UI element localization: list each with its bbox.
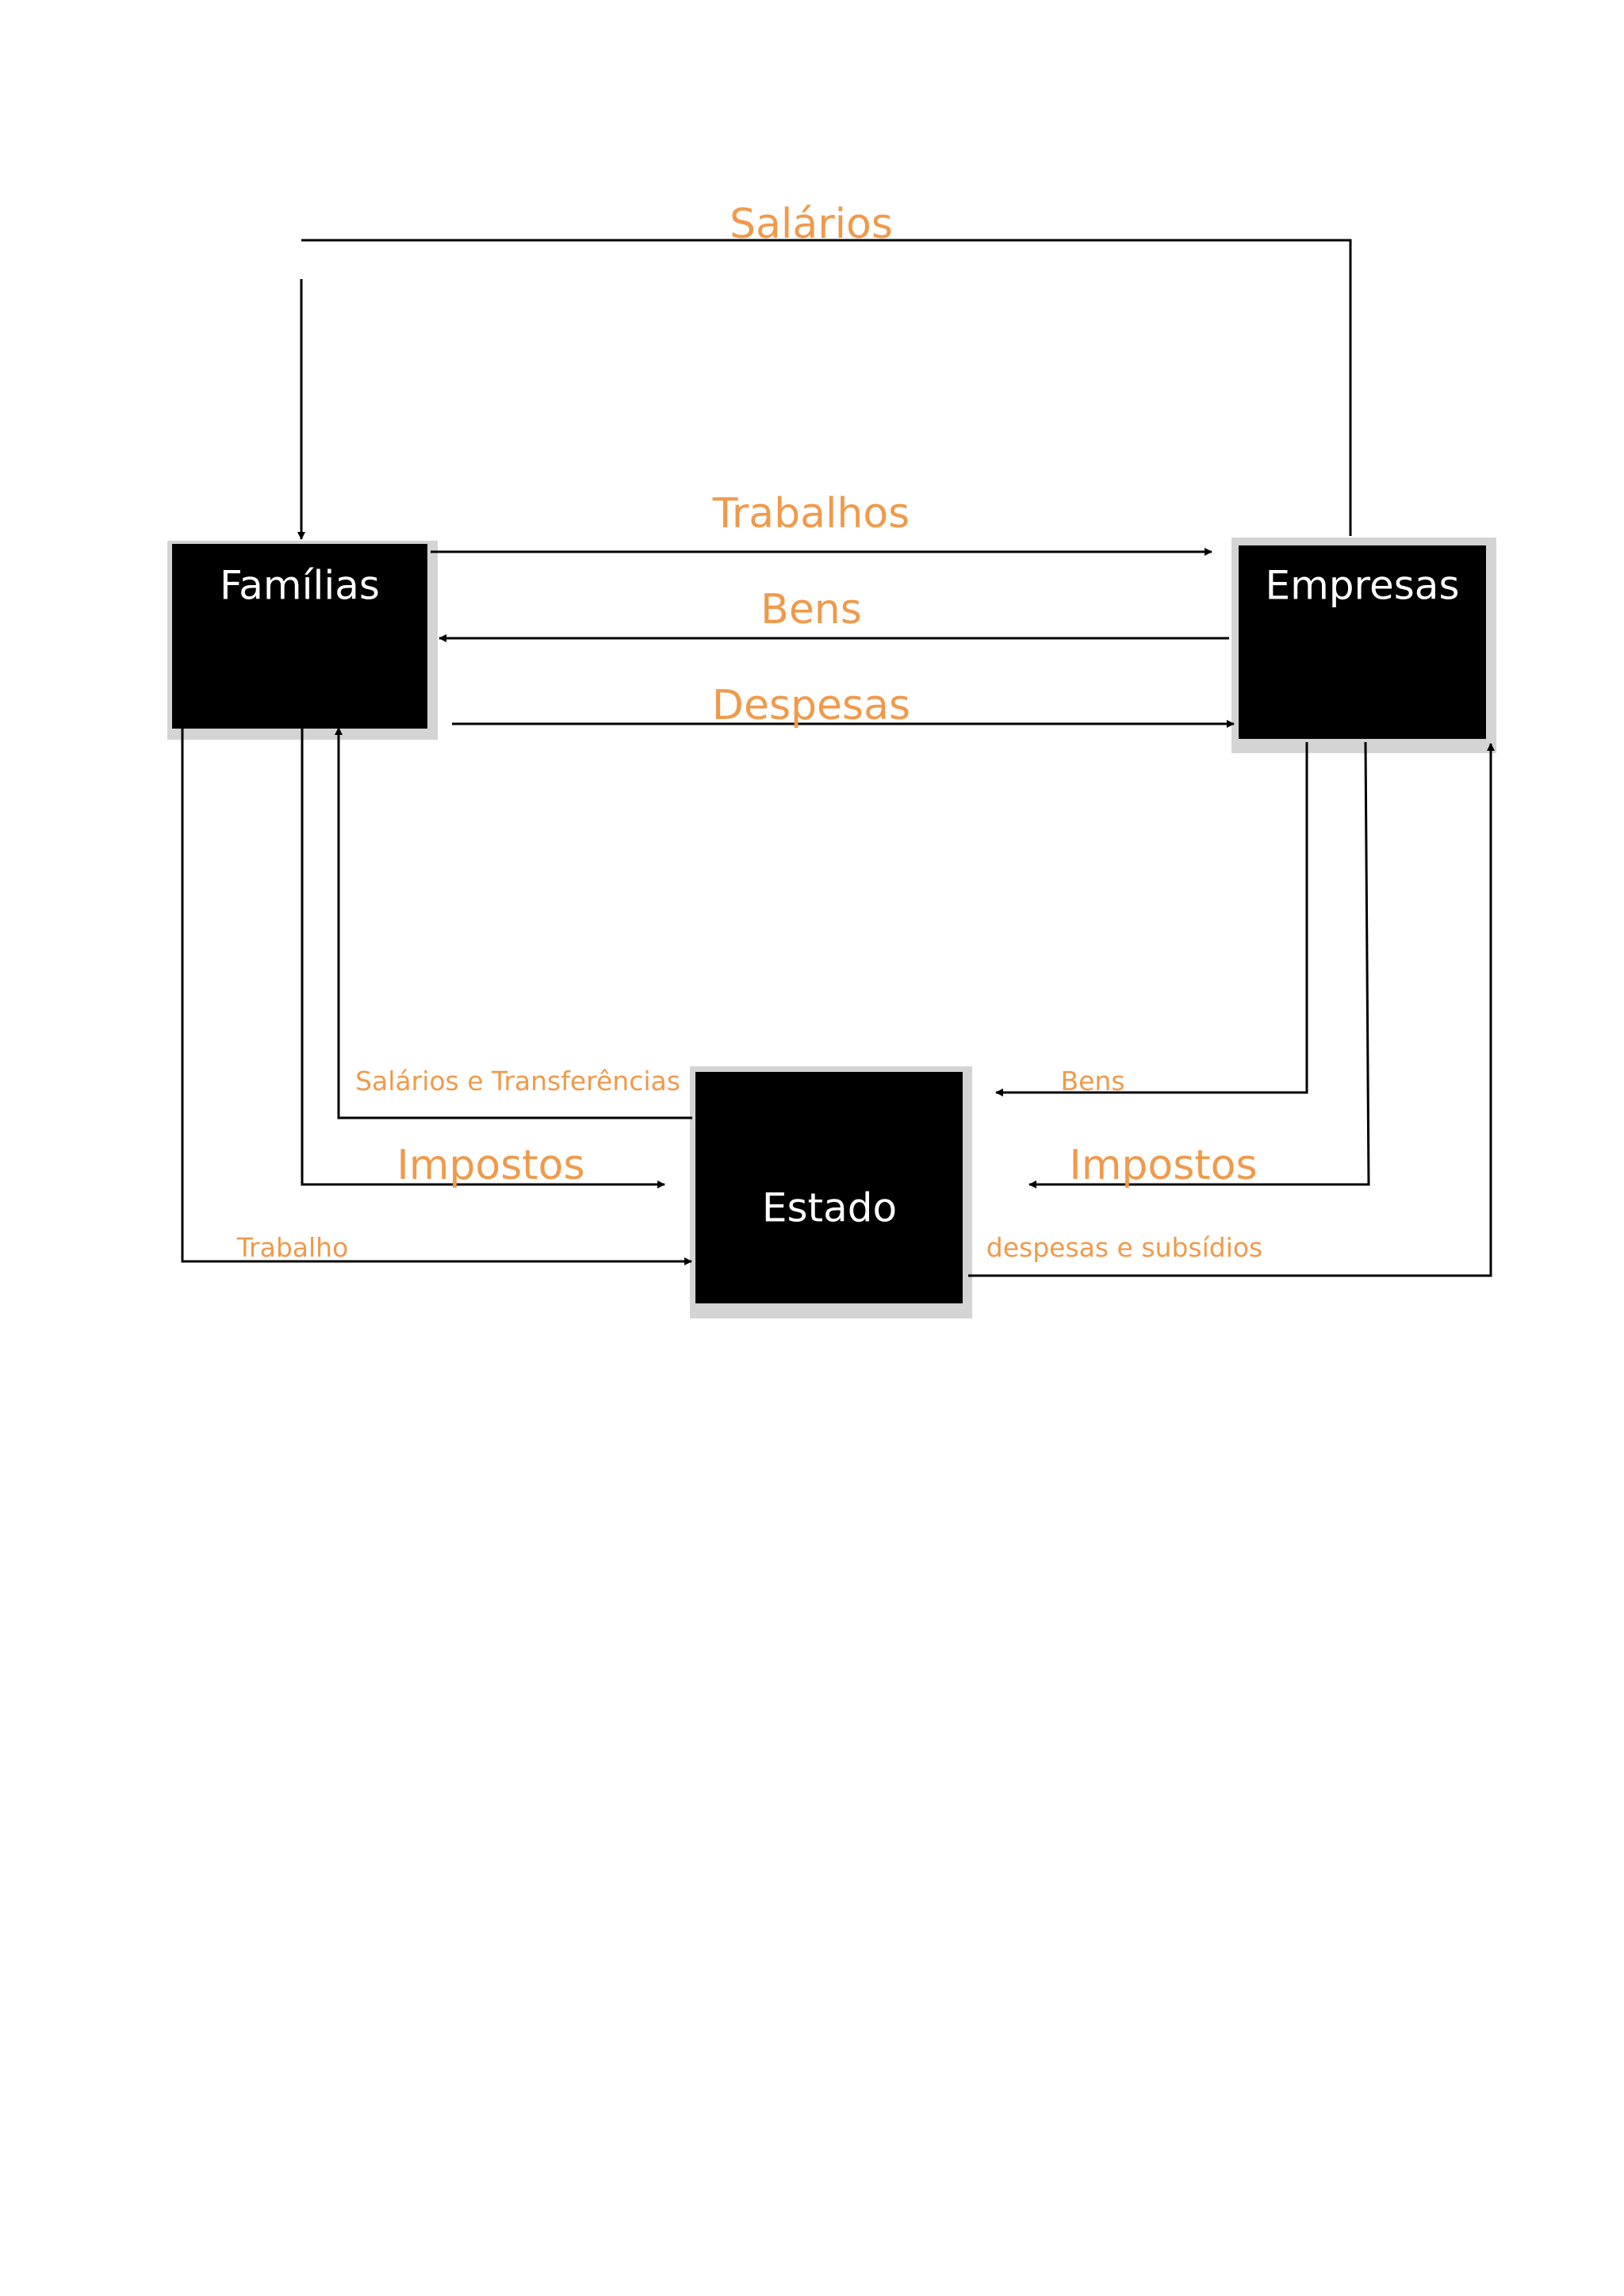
impostos-familias-label: Impostos [396,1142,584,1189]
node-familias: Famílias [167,541,438,740]
despesas-label: Despesas [712,682,910,729]
bens-estado-arrow [995,742,1308,1096]
impostos-empresas-arrow [1028,741,1370,1188]
bens-estado-label: Bens [1060,1066,1124,1096]
despesas-subsidios-label: despesas e subsídios [986,1232,1263,1263]
flow-impostos-familias: Impostos [301,729,665,1189]
despesas-subsidios-arrow [968,743,1495,1277]
flow-impostos-empresas: Impostos [1028,741,1370,1189]
bens-top-label: Bens [760,586,862,633]
impostos-familias-arrow [301,729,665,1188]
trabalho-arrow [181,729,692,1265]
flow-salarios-top: Salários [297,201,1352,540]
flow-trabalho: Trabalho [181,729,692,1265]
node-empresas: Empresas [1231,538,1496,753]
flow-trabalhos: Trabalhos [431,490,1212,556]
impostos-empresas-label: Impostos [1069,1142,1257,1189]
node-empresas-label: Empresas [1266,563,1460,609]
node-estado-label: Estado [762,1185,897,1231]
node-estado: Estado [690,1066,972,1318]
trabalho-label: Trabalho [236,1232,349,1263]
flow-bens-estado: Bens [995,742,1308,1096]
flow-salarios-transferencias: Salários e Transferências [335,727,692,1119]
node-familias-label: Famílias [220,563,380,609]
flow-despesas-subsidios: despesas e subsídios [968,743,1495,1277]
salarios-transferencias-label: Salários e Transferências [355,1066,680,1096]
flow-bens-top: Bens [439,586,1229,642]
trabalhos-label: Trabalhos [712,490,910,538]
salarios-top-line [301,239,1352,536]
salarios-transferencias-arrow [335,727,692,1119]
flow-despesas: Despesas [452,682,1235,729]
salarios-top-label: Salários [730,201,893,248]
